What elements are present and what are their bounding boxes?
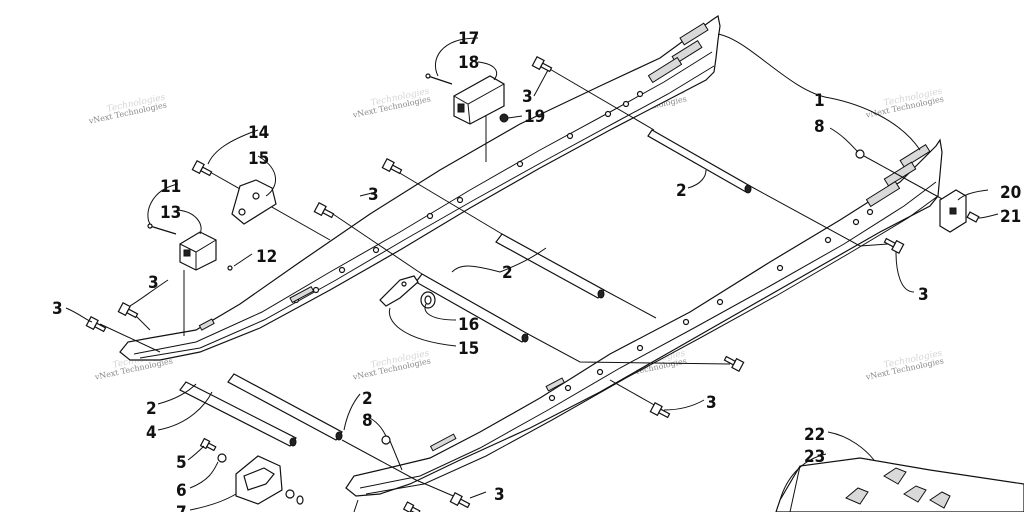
callout-3: 3 <box>494 485 505 505</box>
bolt-3 <box>313 201 335 219</box>
callout-2: 2 <box>502 263 513 283</box>
callout-4: 4 <box>146 423 157 443</box>
callout-3: 3 <box>52 299 63 319</box>
callout-2: 2 <box>146 399 157 419</box>
bolt-14 <box>191 159 213 177</box>
bolt-3 <box>117 301 139 319</box>
callout-8: 8 <box>814 117 825 137</box>
callout-3: 3 <box>148 273 159 293</box>
callout-2: 2 <box>362 389 373 409</box>
small-parts <box>147 73 1024 512</box>
callout-6: 6 <box>176 481 187 501</box>
callout-20: 20 <box>1000 183 1021 203</box>
bolt-5 <box>199 437 217 452</box>
callout-2: 2 <box>676 181 687 201</box>
callout-7: 7 <box>176 503 187 512</box>
callout-1: 1 <box>814 91 825 111</box>
callout-3: 3 <box>522 87 533 107</box>
bolt-3 <box>449 491 471 509</box>
callout-8: 8 <box>362 411 373 431</box>
callout-14: 14 <box>248 123 269 143</box>
bolt-3 <box>723 355 745 373</box>
left-slide-rail <box>119 15 721 361</box>
callout-22: 22 <box>804 425 825 445</box>
bolt-3 <box>649 401 671 419</box>
callout-12: 12 <box>256 247 277 267</box>
callout-13: 13 <box>160 203 181 223</box>
callout-19: 19 <box>524 107 545 127</box>
callout-3: 3 <box>918 285 929 305</box>
callout-3: 3 <box>706 393 717 413</box>
leader-lines <box>65 33 999 512</box>
callout-3: 3 <box>368 185 379 205</box>
bolt-3 <box>85 315 107 333</box>
bolt-3 <box>381 157 403 175</box>
bolt-3 <box>531 55 553 73</box>
bolts <box>85 55 905 512</box>
callout-15: 15 <box>248 149 269 169</box>
callout-17: 17 <box>458 29 479 49</box>
bolt-3 <box>883 237 905 255</box>
callout-18: 18 <box>458 53 479 73</box>
rail-holes <box>548 208 874 402</box>
callout-11: 11 <box>160 177 181 197</box>
callout-23: 23 <box>804 447 825 467</box>
callout-15: 15 <box>458 339 479 359</box>
callout-5: 5 <box>176 453 187 473</box>
right-slide-rail <box>345 138 943 497</box>
bolt-bottom <box>402 501 421 512</box>
callout-16: 16 <box>458 315 479 335</box>
callout-21: 21 <box>1000 207 1021 227</box>
